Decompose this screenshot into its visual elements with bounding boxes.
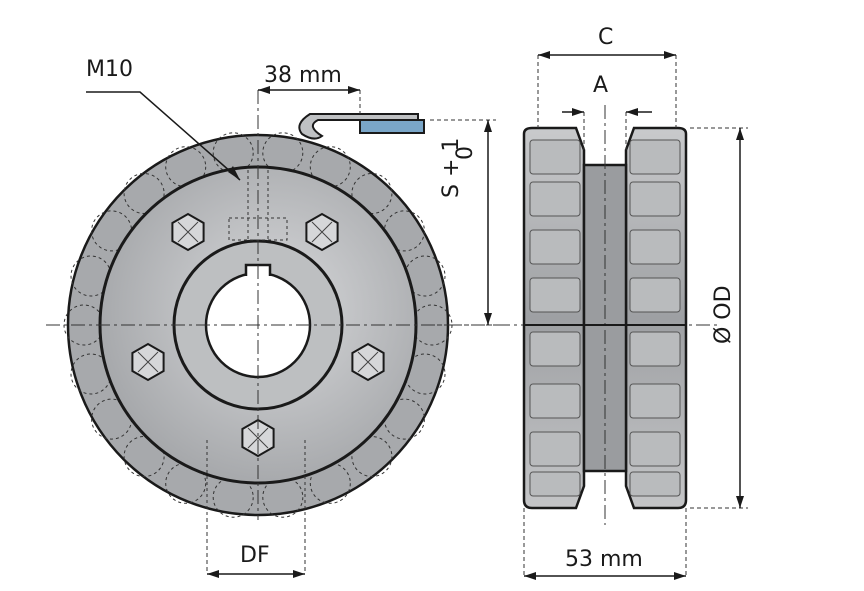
label-total-width: C: [598, 25, 613, 50]
label-key-width: 38 mm: [264, 63, 342, 88]
tooth-segment: [529, 181, 581, 217]
bolt-head: [241, 418, 275, 458]
tooth-scallop: [123, 436, 165, 477]
bolts: [131, 212, 385, 458]
tooth-scallop: [262, 476, 304, 518]
tooth-segment: [629, 229, 681, 265]
tooth-segment: [629, 139, 681, 175]
label-thread: M10: [86, 57, 133, 82]
arrowheads-side: [524, 51, 744, 580]
tooth-segment: [629, 181, 681, 217]
label-groove-width: A: [593, 73, 608, 98]
arrowheads-front: [207, 86, 492, 578]
tooth-segments: [529, 139, 681, 497]
extension-lines-side: [523, 55, 748, 578]
label-bore-distance: DF: [240, 543, 270, 568]
label-slack: S + 1: [439, 138, 464, 198]
tooth-segment: [529, 431, 581, 467]
front-view: [46, 86, 720, 578]
tooth-segment: [629, 471, 681, 497]
extension-lines: [206, 90, 496, 574]
tooth-segment: [529, 331, 581, 367]
tooth-segment: [629, 431, 681, 467]
tooth-scallop: [212, 476, 254, 518]
dimension-lines-front: [207, 89, 489, 575]
tooth-scallop: [309, 462, 351, 504]
tooth-scallop: [165, 462, 207, 504]
side-view: [522, 51, 748, 580]
tooth-segment: [529, 383, 581, 419]
label-slack-tolerance: 0: [453, 146, 478, 160]
tooth-segment: [529, 277, 581, 313]
bolt-head: [351, 342, 385, 382]
tooth-segment: [629, 331, 681, 367]
tension-tab: [298, 113, 425, 140]
label-outer-diameter: Ø OD: [711, 285, 736, 344]
m10-leader-arrow: [228, 166, 240, 180]
tooth-scallop: [351, 436, 393, 477]
bolt-head: [171, 212, 205, 252]
tooth-segment: [529, 471, 581, 497]
bolt-head: [305, 212, 339, 252]
tooth-segment: [529, 139, 581, 175]
tooth-segment: [629, 277, 681, 313]
m10-leader: [86, 91, 241, 181]
tooth-segment: [529, 229, 581, 265]
label-body-width: 53 mm: [565, 547, 643, 572]
bolt-head: [131, 342, 165, 382]
tooth-segment: [629, 383, 681, 419]
